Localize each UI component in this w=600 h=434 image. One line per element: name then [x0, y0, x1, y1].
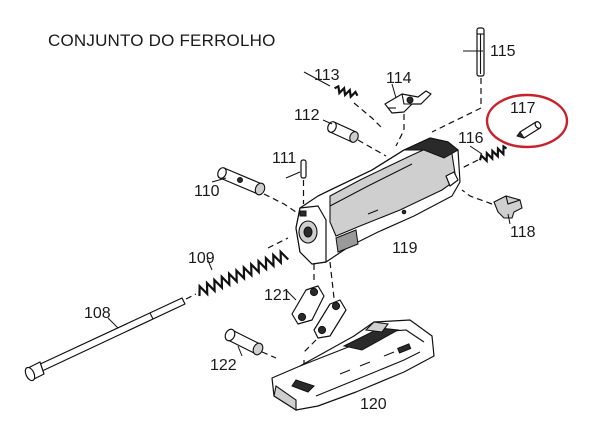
part-110-pin — [217, 167, 266, 196]
part-118-stop — [493, 195, 523, 219]
leader-110 — [211, 177, 227, 183]
label-119: 119 — [392, 240, 418, 257]
part-119-bolt-body — [295, 137, 461, 265]
highlight-circle-117 — [485, 93, 569, 149]
assembly-line-116 — [461, 159, 479, 169]
label-118: 118 — [510, 224, 536, 241]
label-117: 117 — [510, 100, 536, 117]
part-112-pin — [327, 121, 359, 143]
leader-113 — [303, 71, 331, 87]
part-116-spring — [478, 144, 508, 164]
label-108: 108 — [84, 305, 111, 322]
label-112: 112 — [294, 107, 320, 124]
leader-111 — [285, 171, 301, 179]
assembly-line-115 — [431, 78, 482, 133]
part-114-extractor — [384, 90, 432, 114]
part-111-pin — [300, 159, 307, 179]
part-121-links — [291, 285, 347, 339]
assembly-line-113 — [353, 102, 383, 129]
leader-112 — [322, 119, 333, 125]
label-116: 116 — [458, 130, 484, 147]
part-115-pin — [476, 27, 485, 77]
label-110: 110 — [194, 183, 220, 200]
label-114: 114 — [386, 70, 412, 87]
label-109: 109 — [188, 250, 215, 267]
assembly-line-114 — [395, 114, 405, 147]
leader-118 — [507, 213, 511, 225]
assembly-line-118 — [461, 189, 493, 205]
leader-114 — [391, 83, 397, 99]
assembly-line-108 — [185, 293, 197, 300]
leader-121 — [285, 289, 297, 301]
label-115: 115 — [490, 43, 516, 60]
leader-116 — [469, 145, 483, 155]
part-122-pin — [224, 328, 264, 356]
leader-109 — [206, 257, 213, 271]
leader-108 — [107, 317, 119, 329]
assembly-line-112 — [357, 139, 387, 157]
part-108-firing-pin — [24, 297, 186, 382]
label-113: 113 — [314, 67, 340, 84]
label-111: 111 — [272, 150, 296, 167]
assembly-line-110 — [263, 193, 297, 213]
leader-122 — [237, 345, 243, 357]
label-120: 120 — [360, 396, 387, 413]
assembly-line-109 — [267, 237, 289, 249]
assembly-line-121-bottom — [303, 339, 317, 353]
label-121: 121 — [264, 287, 291, 304]
assembly-line-121-b — [329, 261, 335, 299]
part-117-pin — [516, 121, 542, 139]
assembly-line-122 — [261, 351, 277, 359]
part-120-carrier — [271, 319, 435, 412]
part-109-spring — [198, 249, 290, 297]
diagram-title: CONJUNTO DO FERROLHO — [48, 31, 276, 50]
part-113-spring — [334, 84, 359, 100]
label-122: 122 — [210, 357, 237, 374]
